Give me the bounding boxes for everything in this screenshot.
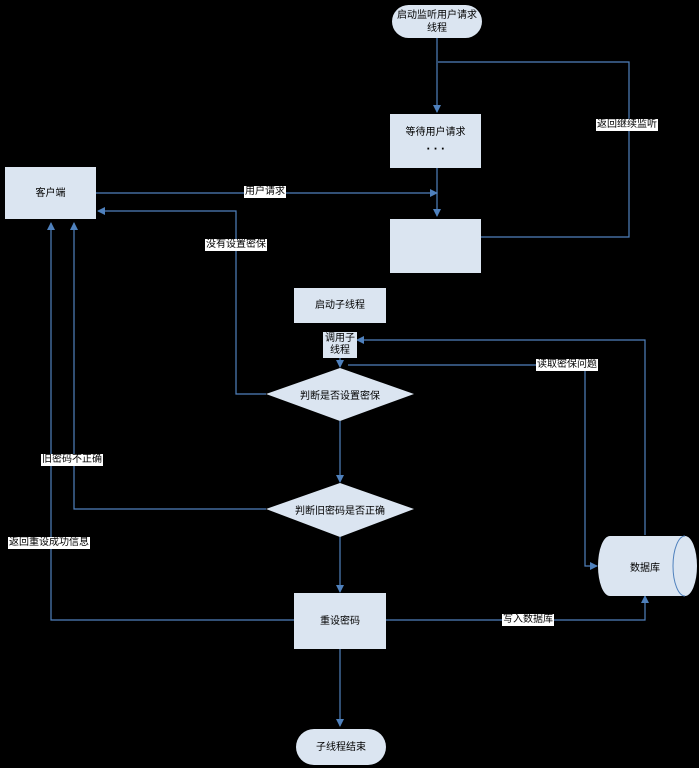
edge-old-password-wrong: [70, 222, 266, 510]
node-client-label: 客户端: [35, 187, 66, 199]
edge-no-password-set: [97, 207, 266, 395]
node-call-child: 调用子 线程: [323, 332, 357, 358]
node-child-end-label: 子线程结束: [316, 741, 366, 753]
label-return-continue: 返回继续监听: [596, 119, 658, 131]
diamond-check-old-password: [266, 483, 414, 537]
node-start-child-label: 启动子线程: [315, 300, 365, 311]
node-wait-request-label: 等待用户请求: [405, 127, 466, 138]
label-old-password-wrong: 旧密码不正确: [41, 454, 103, 466]
edge-return-continue: [438, 61, 630, 238]
edge-read-question: [348, 364, 598, 570]
edge-write-db: [386, 595, 649, 621]
node-start-listen-line2: 线程: [427, 22, 447, 34]
node-blank: [390, 219, 481, 273]
diamond-check-password-set: [266, 368, 414, 421]
node-client: 客户端: [5, 167, 96, 219]
database-label: 数据库: [605, 555, 685, 577]
node-reset-password: 重设密码: [294, 593, 386, 649]
label-read-question: 读取密保问题: [536, 359, 598, 371]
label-user-request: 用户请求: [244, 186, 286, 198]
label-return-success: 返回重设成功信息: [8, 537, 90, 549]
node-start-listen: 启动监听用户请求 线程: [392, 5, 482, 38]
edge-db-to-call: [356, 336, 646, 535]
node-start-child: 启动子线程: [294, 288, 386, 323]
node-child-end: 子线程结束: [296, 729, 386, 765]
label-write-db: 写入数据库: [502, 614, 554, 626]
node-reset-password-label: 重设密码: [320, 615, 360, 627]
database-cylinder: [598, 535, 697, 597]
check-old-password-text: 判断旧密码是否正确: [295, 505, 385, 517]
edge-return-success: [47, 222, 294, 621]
node-wait-request: 等待用户请求 · · ·: [390, 114, 481, 168]
label-no-password-set: 没有设置密保: [205, 239, 267, 251]
node-start-listen-line1: 启动监听用户请求: [397, 9, 477, 21]
diamond-check-password-set-label: 判断是否设置密保: [276, 383, 404, 405]
node-call-child-line1: 调用子: [325, 333, 355, 344]
check-password-set-text: 判断是否设置密保: [300, 390, 380, 402]
node-wait-dots: · · ·: [426, 144, 445, 155]
diamond-check-old-password-label: 判断旧密码是否正确: [276, 498, 404, 520]
node-call-child-line2: 线程: [330, 345, 350, 356]
database-text: 数据库: [630, 562, 660, 574]
